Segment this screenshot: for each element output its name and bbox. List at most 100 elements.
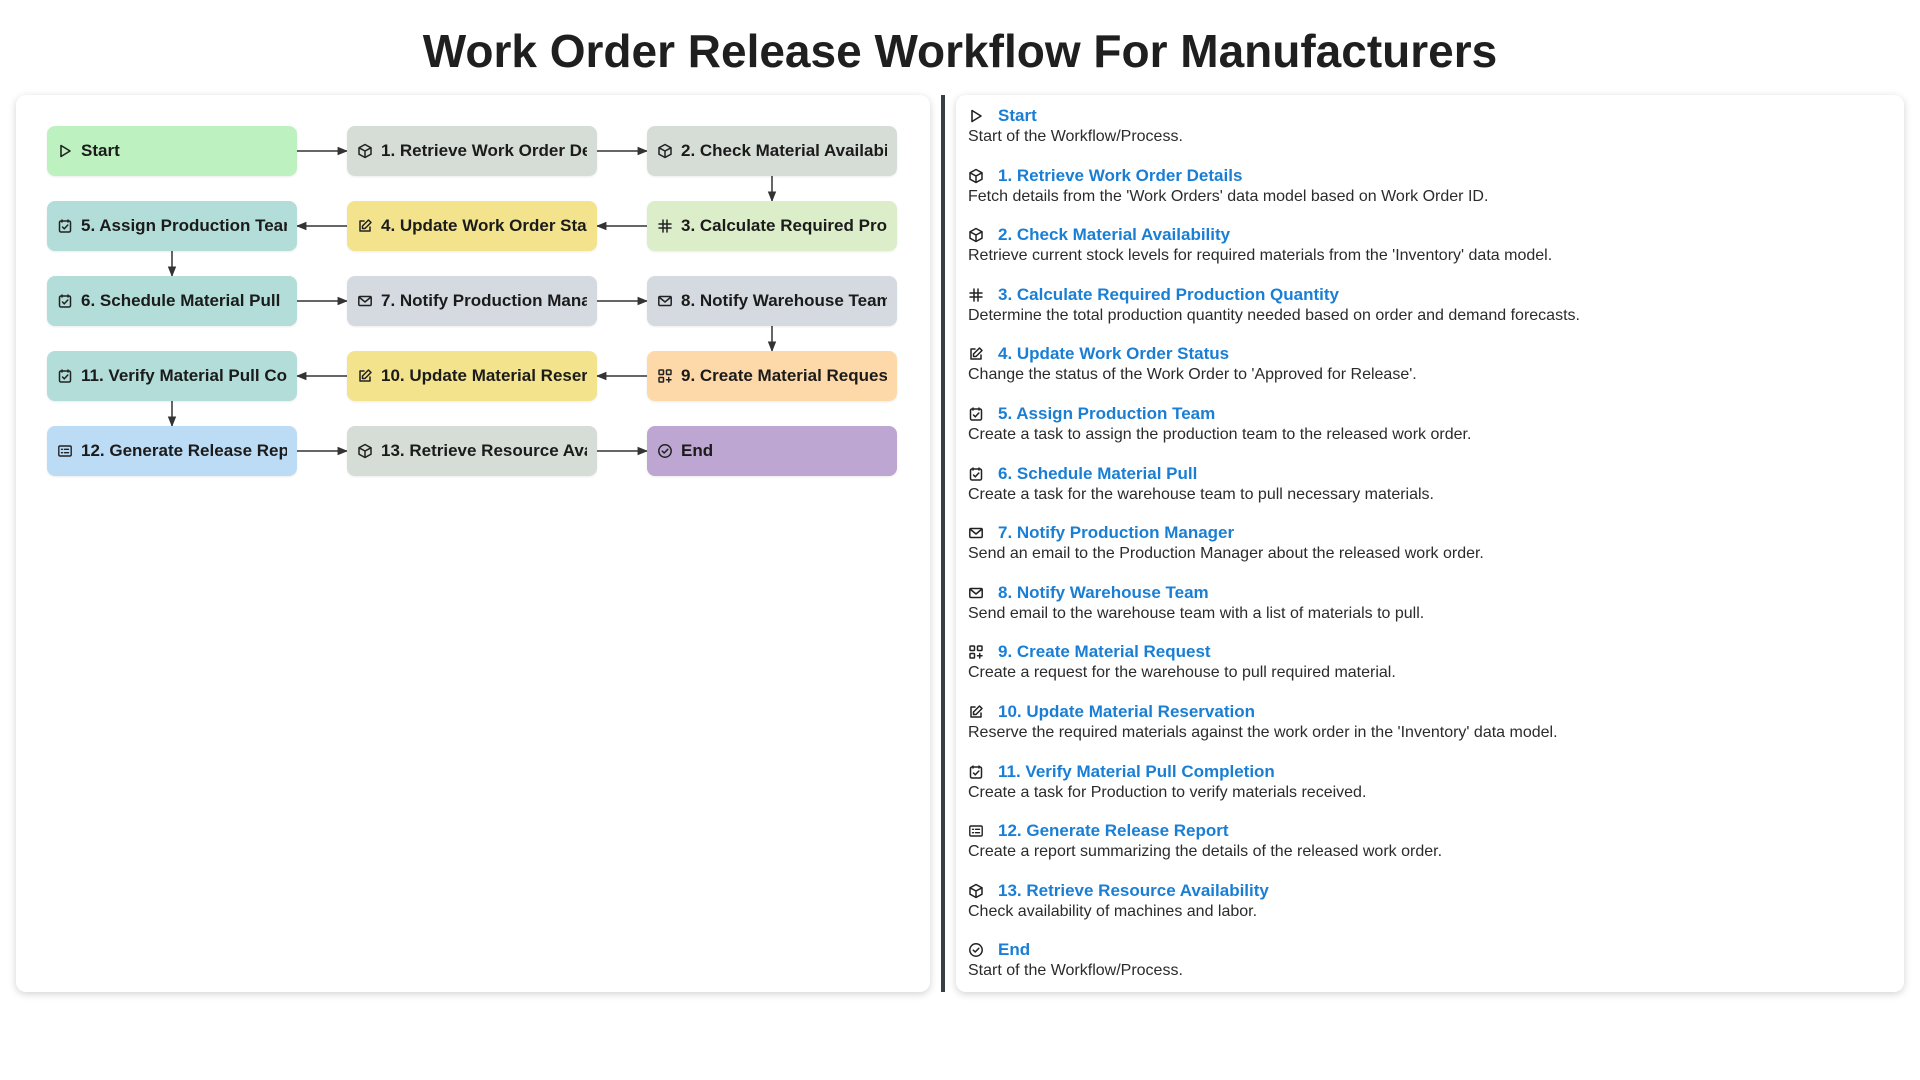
step-detail-header: 9. Create Material Request bbox=[968, 641, 1888, 663]
flow-node-label: 2. Check Material Availability bbox=[681, 141, 887, 160]
step-detail-description: Create a task for the warehouse team to … bbox=[968, 485, 1434, 503]
step-detail-header: 11. Verify Material Pull Completion bbox=[968, 761, 1888, 783]
step-detail-header: 2. Check Material Availability bbox=[968, 224, 1888, 246]
flow-node-label: 5. Assign Production Team bbox=[81, 216, 287, 235]
step-detail-header: 5. Assign Production Team bbox=[968, 403, 1888, 425]
cube-icon bbox=[357, 443, 373, 459]
step-detail-description: Start of the Workflow/Process. bbox=[968, 128, 1183, 145]
step-detail-description: Send an email to the Production Manager … bbox=[968, 545, 1484, 563]
report-icon bbox=[57, 443, 73, 459]
step-detail-title[interactable]: End bbox=[998, 940, 1031, 960]
step-detail-description: Create a task to assign the production t… bbox=[968, 425, 1472, 443]
flow-node-label: 11. Verify Material Pull Completion bbox=[81, 366, 287, 385]
flow-node-n9[interactable]: 9. Create Material Request bbox=[647, 351, 897, 401]
flow-node-n1[interactable]: 1. Retrieve Work Order Details bbox=[347, 126, 597, 176]
step-detail-description: Determine the total production quantity … bbox=[968, 306, 1580, 324]
flow-node-n2[interactable]: 2. Check Material Availability bbox=[647, 126, 897, 176]
step-detail-title[interactable]: 13. Retrieve Resource Availability bbox=[998, 880, 1269, 900]
step-detail-description: Change the status of the Work Order to '… bbox=[968, 366, 1417, 384]
mail-icon bbox=[357, 293, 373, 309]
flow-node-start[interactable]: Start bbox=[47, 126, 297, 176]
hash-icon bbox=[657, 218, 673, 234]
task-icon bbox=[968, 466, 984, 482]
step-detail-title[interactable]: 11. Verify Material Pull Completion bbox=[998, 761, 1275, 781]
edit-icon bbox=[968, 704, 984, 720]
flow-diagram-panel: Start 1. Retrieve Work Order Details 2. Ch… bbox=[16, 95, 930, 992]
flow-node-label: 13. Retrieve Resource Availability bbox=[381, 441, 587, 460]
step-detail-header: Start bbox=[968, 105, 1888, 127]
flow-node-n4[interactable]: 4. Update Work Order Status bbox=[347, 201, 597, 251]
step-detail-description: Retrieve current stock levels for requir… bbox=[968, 247, 1553, 265]
step-detail-title[interactable]: 9. Create Material Request bbox=[998, 642, 1211, 662]
step-detail-title[interactable]: 12. Generate Release Report bbox=[998, 821, 1229, 841]
flow-node-label: 4. Update Work Order Status bbox=[381, 216, 587, 235]
flow-node-n5[interactable]: 5. Assign Production Team bbox=[47, 201, 297, 251]
step-detail-title[interactable]: 10. Update Material Reservation bbox=[998, 701, 1255, 721]
edit-icon bbox=[357, 368, 373, 384]
step-detail-description: Start of the Workflow/Process. bbox=[968, 962, 1183, 980]
step-detail-title[interactable]: 1. Retrieve Work Order Details bbox=[998, 165, 1243, 185]
step-detail-description: Check availability of machines and labor… bbox=[968, 902, 1258, 920]
flow-node-n13[interactable]: 13. Retrieve Resource Availability bbox=[347, 426, 597, 476]
step-detail-header: 10. Update Material Reservation bbox=[968, 701, 1888, 723]
step-detail-description: Create a report summarizing the details … bbox=[968, 843, 1443, 861]
step-detail-header: 1. Retrieve Work Order Details bbox=[968, 165, 1888, 187]
mail-icon bbox=[968, 585, 984, 601]
flow-node-n11[interactable]: 11. Verify Material Pull Completion bbox=[47, 351, 297, 401]
flow-node-n10[interactable]: 10. Update Material Reservation bbox=[347, 351, 597, 401]
flow-node-label: 12. Generate Release Report bbox=[81, 441, 287, 460]
step-detail-title[interactable]: 4. Update Work Order Status bbox=[998, 344, 1230, 364]
step-detail-title[interactable]: 3. Calculate Required Production Quantit… bbox=[998, 284, 1339, 304]
edit-icon bbox=[968, 346, 984, 362]
step-detail-title[interactable]: 5. Assign Production Team bbox=[998, 403, 1216, 423]
mail-icon bbox=[657, 293, 673, 309]
step-detail-description: Fetch details from the 'Work Orders' dat… bbox=[968, 187, 1489, 205]
flow-node-label: 6. Schedule Material Pull bbox=[81, 291, 281, 310]
flow-node-n8[interactable]: 8. Notify Warehouse Team bbox=[647, 276, 897, 326]
panel-divider[interactable] bbox=[941, 95, 945, 992]
flow-node-label: 9. Create Material Request bbox=[681, 366, 887, 385]
flow-node-end[interactable]: End bbox=[647, 426, 897, 476]
flow-node-n6[interactable]: 6. Schedule Material Pull bbox=[47, 276, 297, 326]
flow-node-n3[interactable]: 3. Calculate Required Production Quantit… bbox=[647, 201, 897, 251]
play-icon bbox=[968, 108, 984, 124]
flow-connectors bbox=[167, 146, 777, 456]
check-circle-icon bbox=[968, 942, 984, 958]
flow-diagram: Start 1. Retrieve Work Order Details 2. Ch… bbox=[16, 95, 930, 992]
edit-icon bbox=[357, 218, 373, 234]
flow-node-n12[interactable]: 12. Generate Release Report bbox=[47, 426, 297, 476]
step-detail-title[interactable]: Start bbox=[998, 106, 1037, 125]
cube-icon bbox=[657, 143, 673, 159]
step-detail-header: 12. Generate Release Report bbox=[968, 820, 1888, 842]
step-detail-header: End bbox=[968, 939, 1888, 961]
flow-node-label: 3. Calculate Required Production Quantit… bbox=[681, 216, 887, 235]
task-icon bbox=[57, 293, 73, 309]
flow-node-label: End bbox=[681, 441, 714, 460]
step-detail-header: 8. Notify Warehouse Team bbox=[968, 582, 1888, 604]
request-icon bbox=[657, 368, 673, 384]
request-icon bbox=[968, 644, 984, 660]
step-detail-title[interactable]: 7. Notify Production Manager bbox=[998, 523, 1235, 543]
page-title: Work Order Release Workflow For Manufact… bbox=[422, 25, 1498, 77]
flow-node-n7[interactable]: 7. Notify Production Manager bbox=[347, 276, 597, 326]
step-detail-title[interactable]: 2. Check Material Availability bbox=[998, 225, 1231, 245]
step-detail-description: Create a task for Production to verify m… bbox=[968, 783, 1367, 801]
step-detail-header: 13. Retrieve Resource Availability bbox=[968, 880, 1888, 902]
step-detail-description: Reserve the required materials against t… bbox=[968, 723, 1558, 741]
step-detail-header: 6. Schedule Material Pull bbox=[968, 463, 1888, 485]
step-detail-title[interactable]: 8. Notify Warehouse Team bbox=[998, 582, 1209, 602]
step-detail-title[interactable]: 6. Schedule Material Pull bbox=[998, 463, 1198, 483]
cube-icon bbox=[968, 227, 984, 243]
step-detail-description: Send email to the warehouse team with a … bbox=[968, 604, 1425, 622]
flow-node-label: 1. Retrieve Work Order Details bbox=[381, 141, 587, 160]
flow-node-label: 10. Update Material Reservation bbox=[381, 366, 587, 385]
